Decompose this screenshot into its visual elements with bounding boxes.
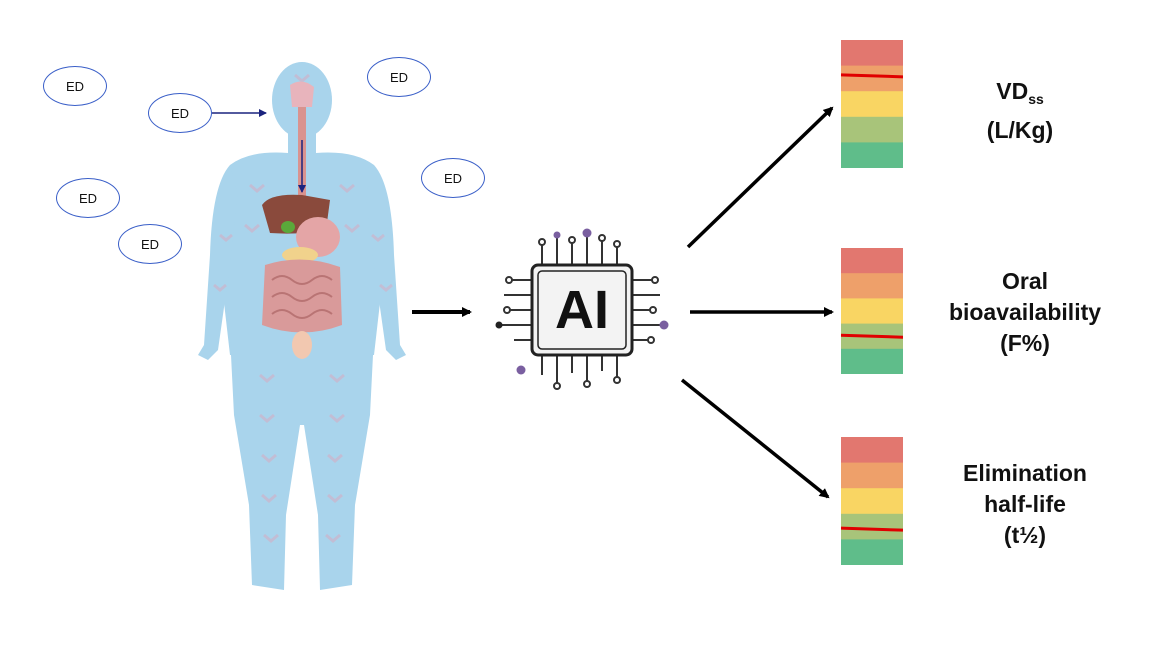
scale-marker — [841, 333, 903, 339]
scale-band — [841, 348, 903, 374]
halflife-line3: (t½) — [1003, 522, 1047, 548]
ai-chip-icon: AI — [495, 228, 669, 390]
scale-marker — [841, 526, 903, 532]
bioavailability-line3: (F%) — [1000, 330, 1050, 356]
vdss-subscript: ss — [1028, 91, 1044, 107]
vdss-title: VD — [996, 78, 1029, 104]
scale-bioavailability — [841, 248, 903, 374]
bioavailability-line2: bioavailability — [948, 299, 1102, 325]
ed-bubble: ED — [118, 224, 182, 264]
scale-vdss — [841, 40, 903, 168]
scale-band — [841, 298, 903, 325]
human-body-illustration — [198, 62, 406, 590]
scale-band — [841, 437, 903, 464]
bioavailability-line1: Oral — [1001, 268, 1049, 294]
digestive-organs — [262, 81, 342, 359]
ai-label: AI — [555, 280, 609, 340]
ed-bubble: ED — [148, 93, 212, 133]
scale-band — [841, 142, 903, 168]
bioavailability-label: Oral bioavailability (F%) — [925, 266, 1125, 359]
scale-band — [841, 539, 903, 565]
scale-marker — [841, 73, 903, 79]
scale-band — [841, 65, 903, 92]
halflife-label: Elimination half-life (t½) — [925, 458, 1125, 551]
ed-bubble: ED — [421, 158, 485, 198]
scale-band — [841, 40, 903, 67]
ed-bubble: ED — [56, 178, 120, 218]
vdss-label: VDss (L/Kg) — [935, 76, 1105, 146]
scale-band — [841, 462, 903, 489]
halflife-line2: half-life — [984, 491, 1066, 517]
ai-to-halflife-arrow — [680, 378, 830, 499]
ed-bubble: ED — [43, 66, 107, 106]
ed-bubble: ED — [367, 57, 431, 97]
ai-to-vdss-arrow — [686, 106, 834, 249]
halflife-line1: Elimination — [963, 460, 1087, 486]
scale-band — [841, 116, 903, 143]
scale-band — [841, 513, 903, 540]
scale-halflife — [841, 437, 903, 565]
scale-band — [841, 248, 903, 274]
scale-band — [841, 273, 903, 299]
scale-band — [841, 91, 903, 118]
scale-band — [841, 488, 903, 515]
vdss-unit: (L/Kg) — [986, 117, 1054, 143]
